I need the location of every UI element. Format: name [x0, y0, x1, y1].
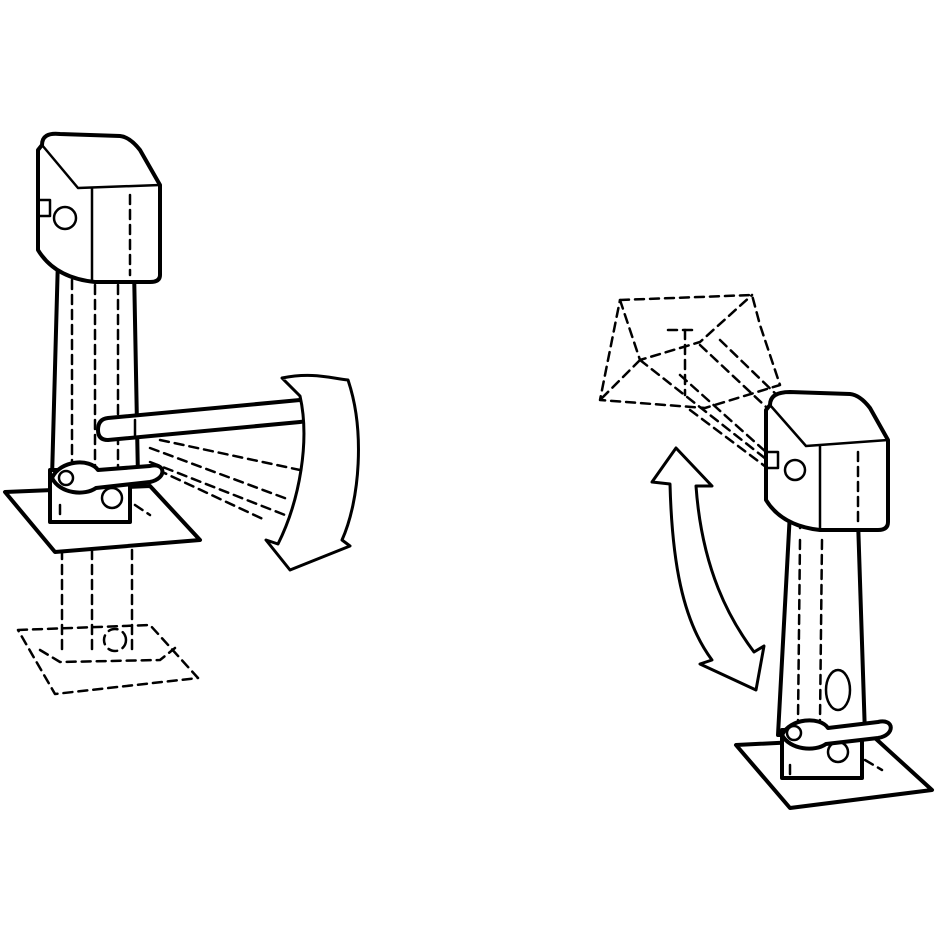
left-jack-extended-ghost [16, 548, 200, 696]
left-jack-figure [3, 131, 360, 696]
right-jack-folded-ghost [598, 293, 784, 472]
right-jack-base-bracket [780, 718, 893, 780]
left-jack-base-bracket [48, 460, 165, 524]
right-jack-figure [598, 293, 934, 810]
left-swing-arrow [264, 373, 360, 572]
left-jack-head [36, 131, 162, 284]
left-handle-swing-ghost [148, 438, 302, 522]
right-fold-double-arrow [650, 446, 766, 692]
right-jack-head [764, 390, 890, 532]
